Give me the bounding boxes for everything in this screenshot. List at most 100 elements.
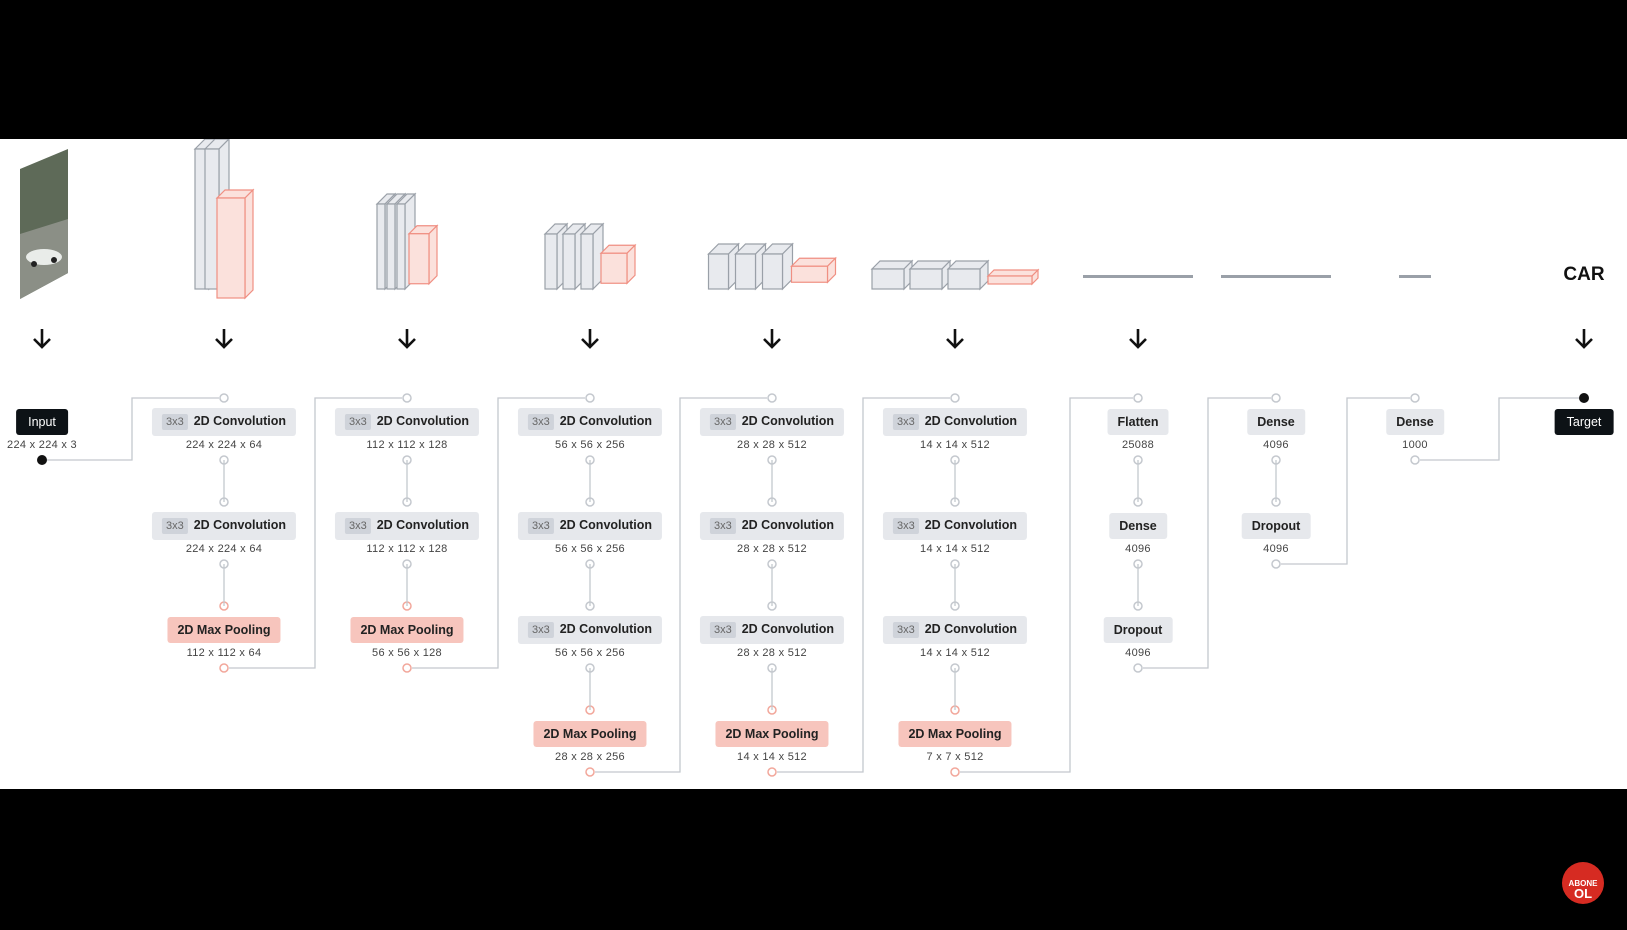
dense-layer[interactable]: Dense xyxy=(1109,513,1167,539)
image-car-wheel xyxy=(31,261,37,267)
output-shape-label: 56 x 56 x 256 xyxy=(555,439,625,451)
kernel-size-tag: 3x3 xyxy=(893,414,919,430)
layer-label: 2D Convolution xyxy=(742,518,834,532)
2d-convolution-layer[interactable]: 3x3 2D Convolution xyxy=(883,512,1027,540)
dense-layer[interactable]: Dense xyxy=(1247,409,1305,435)
layer-box-front xyxy=(948,269,980,289)
2d-max-pooling-layer[interactable]: 2D Max Pooling xyxy=(533,721,646,747)
layer-label: 2D Max Pooling xyxy=(725,727,818,741)
layer-input-port xyxy=(1411,394,1419,402)
layer-label: 2D Convolution xyxy=(377,414,469,428)
2d-max-pooling-layer[interactable]: 2D Max Pooling xyxy=(898,721,1011,747)
layer-output-port xyxy=(951,768,959,776)
kernel-size-tag: 3x3 xyxy=(893,518,919,534)
output-shape-label: 14 x 14 x 512 xyxy=(737,751,807,763)
layer-box-front xyxy=(910,269,942,289)
input-layer[interactable]: Input xyxy=(16,409,68,435)
layer-input-port xyxy=(403,394,411,402)
input-output-dot xyxy=(37,455,47,465)
kernel-size-tag: 3x3 xyxy=(710,622,736,638)
column-link-wire xyxy=(595,398,767,772)
layer-label: 2D Convolution xyxy=(377,518,469,532)
down-arrow-icon xyxy=(1127,327,1149,356)
2d-max-pooling-layer[interactable]: 2D Max Pooling xyxy=(715,721,828,747)
layer-label: 2D Convolution xyxy=(925,622,1017,636)
output-shape-label: 4096 xyxy=(1125,647,1151,659)
2d-convolution-layer[interactable]: 3x3 2D Convolution xyxy=(518,512,662,540)
output-shape-label: 224 x 224 x 64 xyxy=(186,439,262,451)
layer-label: 2D Convolution xyxy=(742,414,834,428)
layer-label: 2D Convolution xyxy=(194,518,286,532)
down-arrow-icon xyxy=(213,327,235,356)
fc3-dense-vector xyxy=(1399,275,1431,278)
layer-label: Flatten xyxy=(1118,415,1159,429)
layer-input-port xyxy=(586,394,594,402)
flatten-layer[interactable]: Flatten xyxy=(1108,409,1169,435)
layer-box-front xyxy=(601,253,627,283)
subscribe-badge[interactable]: ABONE OL xyxy=(1562,862,1604,904)
layer-label: 2D Max Pooling xyxy=(543,727,636,741)
kernel-size-tag: 3x3 xyxy=(345,414,371,430)
layer-input-port xyxy=(951,394,959,402)
2d-convolution-layer[interactable]: 3x3 2D Convolution xyxy=(883,616,1027,644)
output-shape-label: 28 x 28 x 512 xyxy=(737,439,807,451)
dropout-layer[interactable]: Dropout xyxy=(1104,617,1173,643)
dense-layer[interactable]: Dense xyxy=(1386,409,1444,435)
dropout-layer[interactable]: Dropout xyxy=(1242,513,1311,539)
target-input-dot xyxy=(1579,393,1589,403)
layer-label: 2D Max Pooling xyxy=(177,623,270,637)
layer-output-port xyxy=(1272,560,1280,568)
output-shape-label: 14 x 14 x 512 xyxy=(920,647,990,659)
layer-box-side xyxy=(245,190,253,298)
kernel-size-tag: 3x3 xyxy=(893,622,919,638)
output-shape-label: 4096 xyxy=(1263,439,1289,451)
output-shape-label: 224 x 224 x 3 xyxy=(7,439,77,451)
fc2-dense-vector xyxy=(1221,275,1331,278)
block1-layer-stack xyxy=(195,139,253,298)
layer-label: 2D Convolution xyxy=(925,414,1017,428)
2d-convolution-layer[interactable]: 3x3 2D Convolution xyxy=(700,408,844,436)
layer-label: Dense xyxy=(1396,415,1434,429)
kernel-size-tag: 3x3 xyxy=(528,518,554,534)
output-shape-label: 112 x 112 x 128 xyxy=(366,543,447,555)
layer-output-port xyxy=(220,664,228,672)
subscribe-badge-line2: OL xyxy=(1562,888,1604,900)
layer-label: 2D Convolution xyxy=(560,518,652,532)
down-arrow-icon xyxy=(944,327,966,356)
output-shape-label: 112 x 112 x 128 xyxy=(366,439,447,451)
layer-box-front xyxy=(988,276,1032,284)
layer-box-front xyxy=(397,204,405,289)
column-link-wire xyxy=(960,398,1133,772)
2d-max-pooling-layer[interactable]: 2D Max Pooling xyxy=(167,617,280,643)
output-shape-label: 4096 xyxy=(1263,543,1289,555)
layer-input-port xyxy=(1272,394,1280,402)
kernel-size-tag: 3x3 xyxy=(162,414,188,430)
2d-convolution-layer[interactable]: 3x3 2D Convolution xyxy=(883,408,1027,436)
connection-wires xyxy=(0,139,1627,789)
target-layer[interactable]: Target xyxy=(1555,409,1614,435)
layer-label: 2D Convolution xyxy=(560,622,652,636)
output-shape-label: 28 x 28 x 256 xyxy=(555,751,625,763)
2d-max-pooling-layer[interactable]: 2D Max Pooling xyxy=(350,617,463,643)
2d-convolution-layer[interactable]: 3x3 2D Convolution xyxy=(335,408,479,436)
kernel-size-tag: 3x3 xyxy=(710,414,736,430)
layer-box-front xyxy=(217,198,245,298)
layer-box-front xyxy=(872,269,904,289)
layer-output-port xyxy=(403,664,411,672)
down-arrow-icon xyxy=(1573,327,1595,356)
input-image-thumbnail xyxy=(20,149,68,299)
column-link-wire xyxy=(777,398,950,772)
layer-label: 2D Convolution xyxy=(925,518,1017,532)
output-shape-label: 14 x 14 x 512 xyxy=(920,543,990,555)
layer-box-front xyxy=(387,204,395,289)
layer-box-front xyxy=(736,254,756,289)
layer-box-side xyxy=(429,226,437,284)
output-shape-label: 7 x 7 x 512 xyxy=(926,751,983,763)
